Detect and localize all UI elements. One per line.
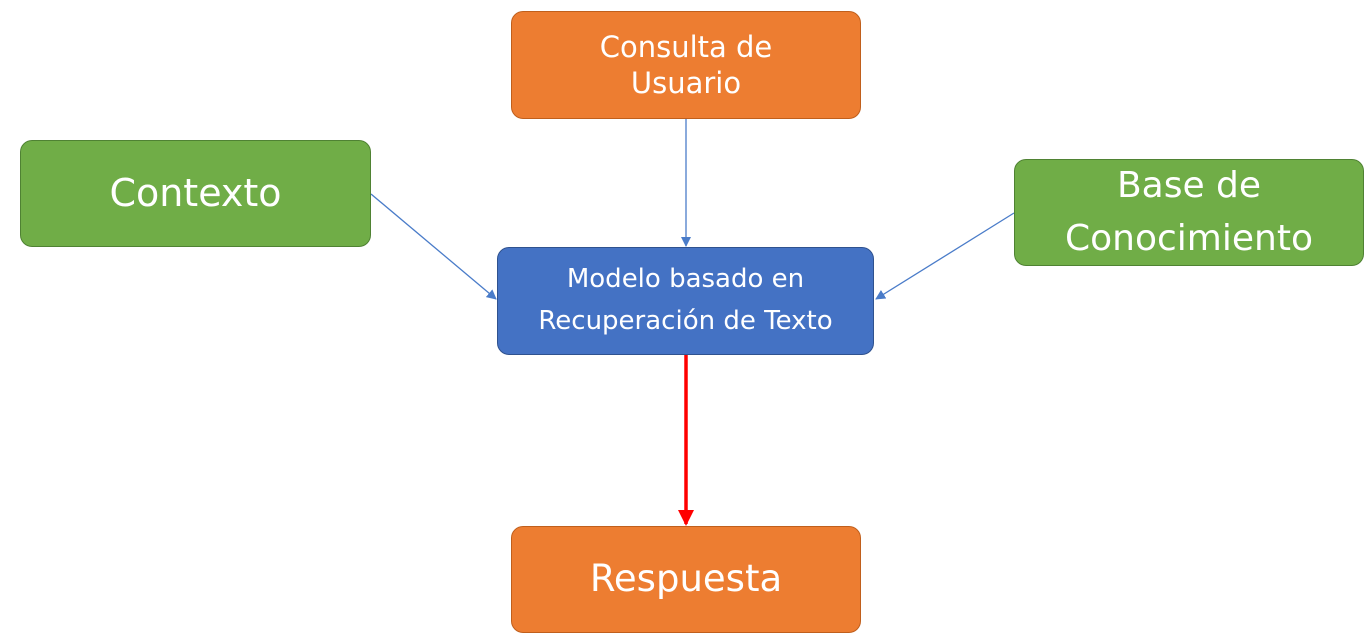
node-contexto-line-1: Contexto	[109, 170, 282, 215]
node-modelo-recuperacion: Modelo basado en Recuperación de Texto	[497, 247, 874, 355]
node-consulta-line-1: Consulta de	[599, 29, 773, 64]
node-respuesta: Respuesta	[511, 526, 861, 633]
node-respuesta-line-1: Respuesta	[589, 557, 783, 601]
node-base-line-1: Base de	[1116, 165, 1262, 207]
edge-base-to-modelo	[875, 212, 1015, 300]
node-base-de-conocimiento: Base de Conocimiento	[1014, 159, 1364, 266]
edge-contexto-to-modelo	[370, 193, 497, 300]
node-contexto: Contexto	[20, 140, 371, 247]
node-consulta-line-2: Usuario	[630, 66, 742, 100]
node-modelo-line-2: Recuperación de Texto	[538, 306, 833, 336]
node-consulta-de-usuario: Consulta de Usuario	[511, 11, 861, 119]
node-modelo-line-1: Modelo basado en	[566, 264, 805, 295]
node-base-line-2: Conocimiento	[1065, 217, 1313, 259]
